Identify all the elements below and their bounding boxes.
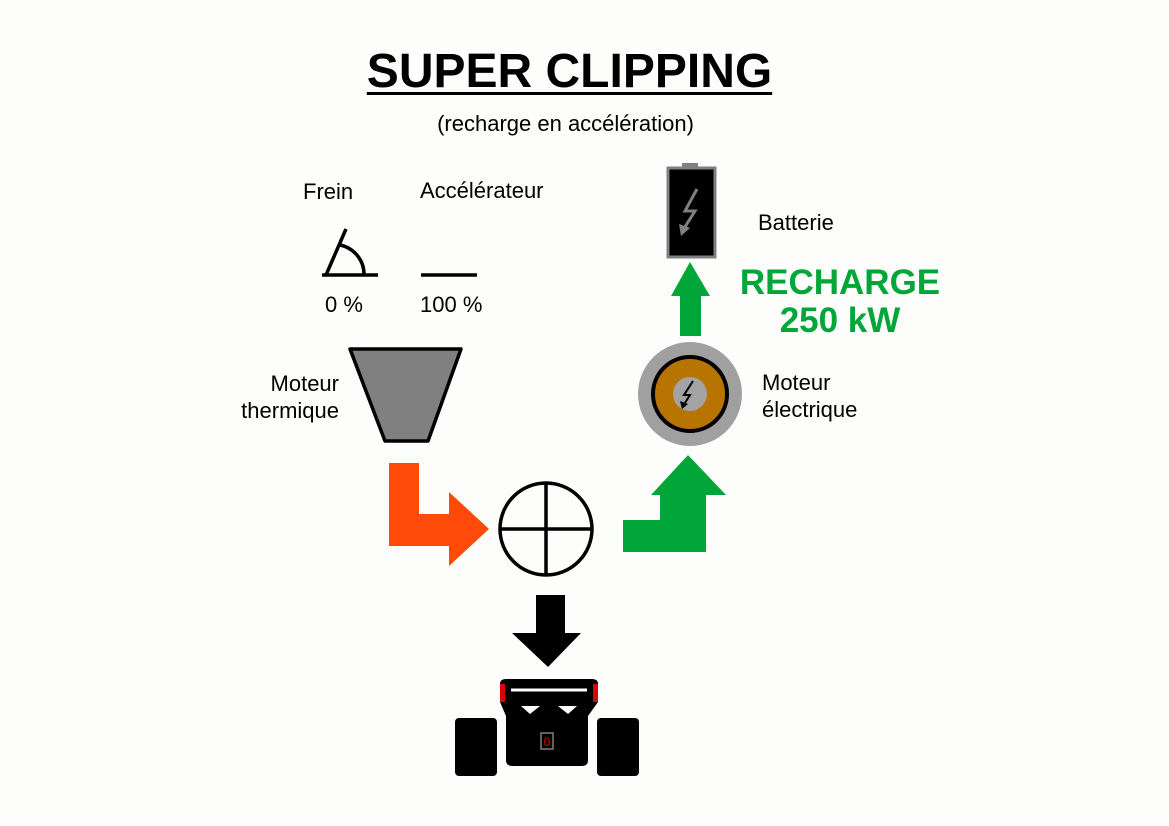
page-subtitle: (recharge en accélération): [437, 111, 694, 136]
drive-output-arrow: [512, 595, 581, 667]
battery-label: Batterie: [758, 210, 834, 235]
thermal-engine-icon: [348, 347, 463, 443]
thermal-engine-label-line1: Moteur: [270, 371, 339, 396]
thermal-engine-label: Moteur thermique: [198, 370, 339, 424]
recharge-flow-arrow: [623, 455, 726, 552]
electric-motor-label: Moteur électrique: [762, 369, 857, 423]
electric-motor-label-line1: Moteur: [762, 370, 831, 395]
recharge-callout: RECHARGE 250 kW: [736, 264, 944, 340]
electric-motor-icon: [638, 342, 742, 446]
electric-motor-label-line2: électrique: [762, 397, 858, 422]
brake-label: Frein: [303, 179, 354, 204]
car-gear-indicator: 0: [544, 735, 551, 749]
accelerator-label: Accélérateur: [420, 178, 544, 203]
battery-charge-arrow: [671, 262, 710, 336]
car-icon: 0: [455, 679, 639, 776]
thermal-engine-label-line2: thermique: [241, 398, 339, 423]
brake-value: 0 %: [325, 292, 363, 317]
recharge-label: RECHARGE: [739, 263, 941, 302]
brake-pedal-icon: [322, 228, 378, 277]
page-title: SUPER CLIPPING: [366, 45, 773, 98]
power-combiner-icon: [498, 481, 594, 577]
accelerator-value: 100 %: [420, 292, 483, 317]
battery-icon: [666, 163, 717, 259]
thermal-flow-arrow: [389, 463, 489, 566]
recharge-power-value: 250 kW: [779, 301, 901, 340]
